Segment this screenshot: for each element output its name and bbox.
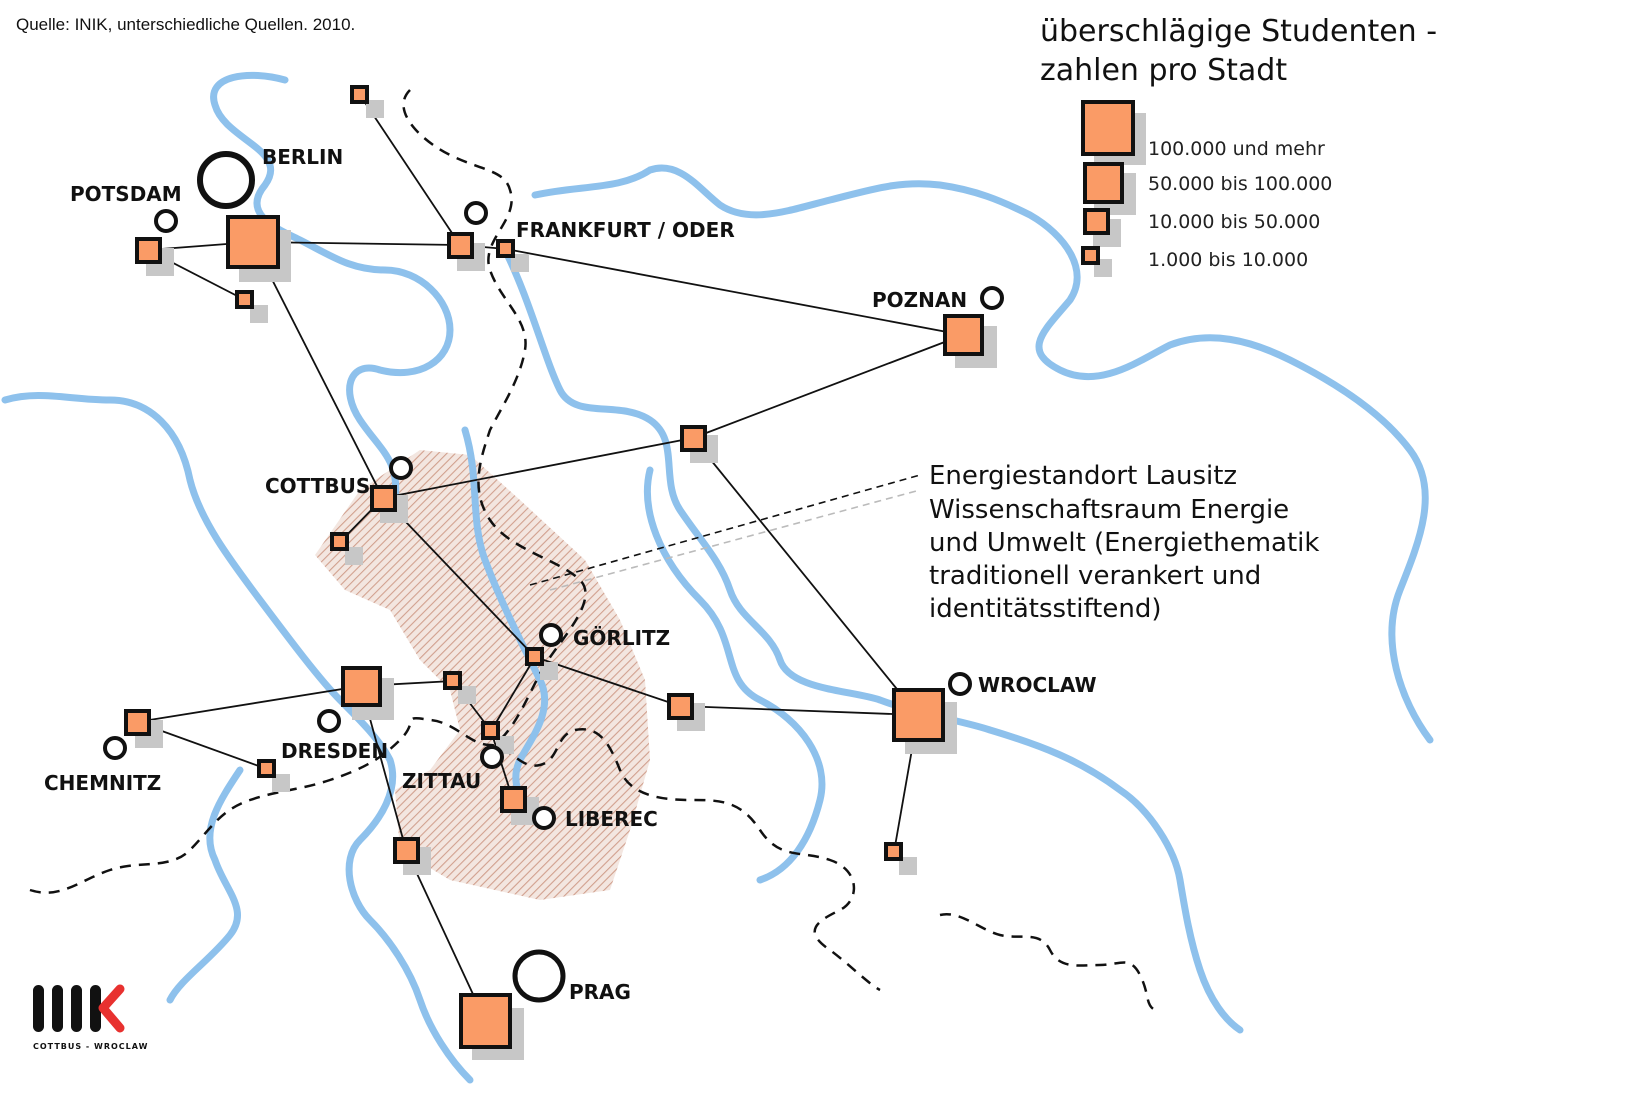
legend-label-tiny: 1.000 bis 10.000 <box>1148 249 1308 271</box>
legend-label-large: 100.000 und mehr <box>1148 138 1325 160</box>
river-bober <box>643 466 826 884</box>
node-eberswalde[interactable] <box>350 85 369 104</box>
legend-swatch-small <box>1083 208 1110 235</box>
annotation-leader-dark <box>529 474 921 586</box>
node-wroclaw[interactable] <box>892 688 945 742</box>
node-zittau[interactable] <box>481 721 500 740</box>
node-goerlitz[interactable] <box>525 647 544 666</box>
node-prag[interactable] <box>459 993 512 1049</box>
label-liberec: LIBEREC <box>565 807 658 831</box>
legend-swatch-tiny <box>1081 246 1100 265</box>
annotation-leader-light <box>549 489 921 591</box>
logo-bar-4 <box>90 985 101 1032</box>
annotation-line-2: Wissenschaftsraum Energie <box>929 495 1289 525</box>
logo-bar-1 <box>33 985 44 1032</box>
node-slubice[interactable] <box>496 239 515 258</box>
logo-bar-2 <box>52 985 63 1032</box>
region-annotation: Energiestandort Lausitz Wissenschaftsrau… <box>929 461 1319 624</box>
river-havel-spree <box>210 71 454 504</box>
legend-label-small: 10.000 bis 50.000 <box>1148 211 1320 233</box>
river-elbe-lower <box>166 766 244 1004</box>
goerlitz-marker <box>539 623 563 647</box>
label-chemnitz: CHEMNITZ <box>44 771 161 795</box>
label-poznan: POZNAN <box>872 288 967 312</box>
berlin-marker <box>197 151 255 209</box>
annotation-line-1: Energiestandort Lausitz <box>929 461 1237 491</box>
node-freiberg[interactable] <box>257 759 276 778</box>
node-usti[interactable] <box>393 837 420 864</box>
city-labels: BERLIN POTSDAM FRANKFURT / ODER POZNAN C… <box>44 145 1097 1004</box>
poznan-marker <box>980 286 1004 310</box>
logo-subtitle: COTTBUS - WROCLAW <box>33 1042 148 1051</box>
label-prag: PRAG <box>569 980 631 1004</box>
legend-swatch-medium <box>1083 162 1124 204</box>
label-wroclaw: WROCLAW <box>978 673 1097 697</box>
node-zielona-gora[interactable] <box>680 425 707 452</box>
label-potsdam: POTSDAM <box>70 182 182 206</box>
city-markers <box>103 151 1004 1003</box>
river-warta <box>531 164 1434 744</box>
label-berlin: BERLIN <box>262 145 343 169</box>
node-walbrzych[interactable] <box>884 842 903 861</box>
logo-k-arm <box>98 984 125 1033</box>
dresden-marker <box>317 709 341 733</box>
legend-label-medium: 50.000 bis 100.000 <box>1148 173 1332 195</box>
liberec-marker <box>532 806 556 830</box>
university-nodes <box>124 85 997 1060</box>
potsdam-marker <box>154 209 178 233</box>
chemnitz-marker <box>103 736 127 760</box>
border-de-pl <box>402 89 587 741</box>
zittau-marker <box>480 745 504 769</box>
node-poznan[interactable] <box>943 314 984 356</box>
inik-logo: COTTBUS - WROCLAW <box>33 984 148 1051</box>
node-bautzen[interactable] <box>443 671 462 690</box>
node-berlin[interactable] <box>226 215 280 269</box>
node-potsdam[interactable] <box>135 237 162 264</box>
node-senftenberg[interactable] <box>330 532 349 551</box>
rivers <box>1 71 1434 1084</box>
source-note: Quelle: INIK, unterschiedliche Quellen. … <box>16 15 355 34</box>
node-cottbus[interactable] <box>370 485 397 512</box>
node-liberec[interactable] <box>500 786 527 813</box>
prag-marker <box>512 949 566 1003</box>
cottbus-marker <box>389 456 413 480</box>
border-de-cz <box>29 716 881 992</box>
annotation-line-4: traditionell verankert und <box>929 561 1261 591</box>
frankfurt-marker <box>464 201 488 225</box>
node-legnica[interactable] <box>667 693 694 720</box>
label-goerlitz: GÖRLITZ <box>573 626 670 650</box>
wroclaw-marker <box>948 672 972 696</box>
legend: überschlägige Studenten - zahlen pro Sta… <box>1040 14 1437 277</box>
annotation-line-3: und Umwelt (Energiethematik <box>929 528 1319 558</box>
label-frankfurt: FRANKFURT / ODER <box>516 218 735 242</box>
node-frankfurt-oder[interactable] <box>447 232 474 259</box>
logo-bar-3 <box>71 985 82 1032</box>
label-cottbus: COTTBUS <box>265 474 370 498</box>
annotation-line-5: identitätsstiftend) <box>929 594 1161 624</box>
border-pl-cz <box>939 912 1156 1012</box>
node-chemnitz[interactable] <box>124 709 151 736</box>
node-wildau[interactable] <box>235 290 254 309</box>
label-dresden: DRESDEN <box>281 739 388 763</box>
legend-title-line-1: überschlägige Studenten - <box>1040 14 1437 49</box>
river-oder-upper <box>501 246 1244 1034</box>
legend-title-line-2: zahlen pro Stadt <box>1040 53 1287 88</box>
legend-swatch-large <box>1081 100 1135 156</box>
borders <box>29 89 1156 1012</box>
label-zittau: ZITTAU <box>402 769 481 793</box>
node-dresden[interactable] <box>341 666 382 707</box>
lausitz-region <box>315 450 650 900</box>
